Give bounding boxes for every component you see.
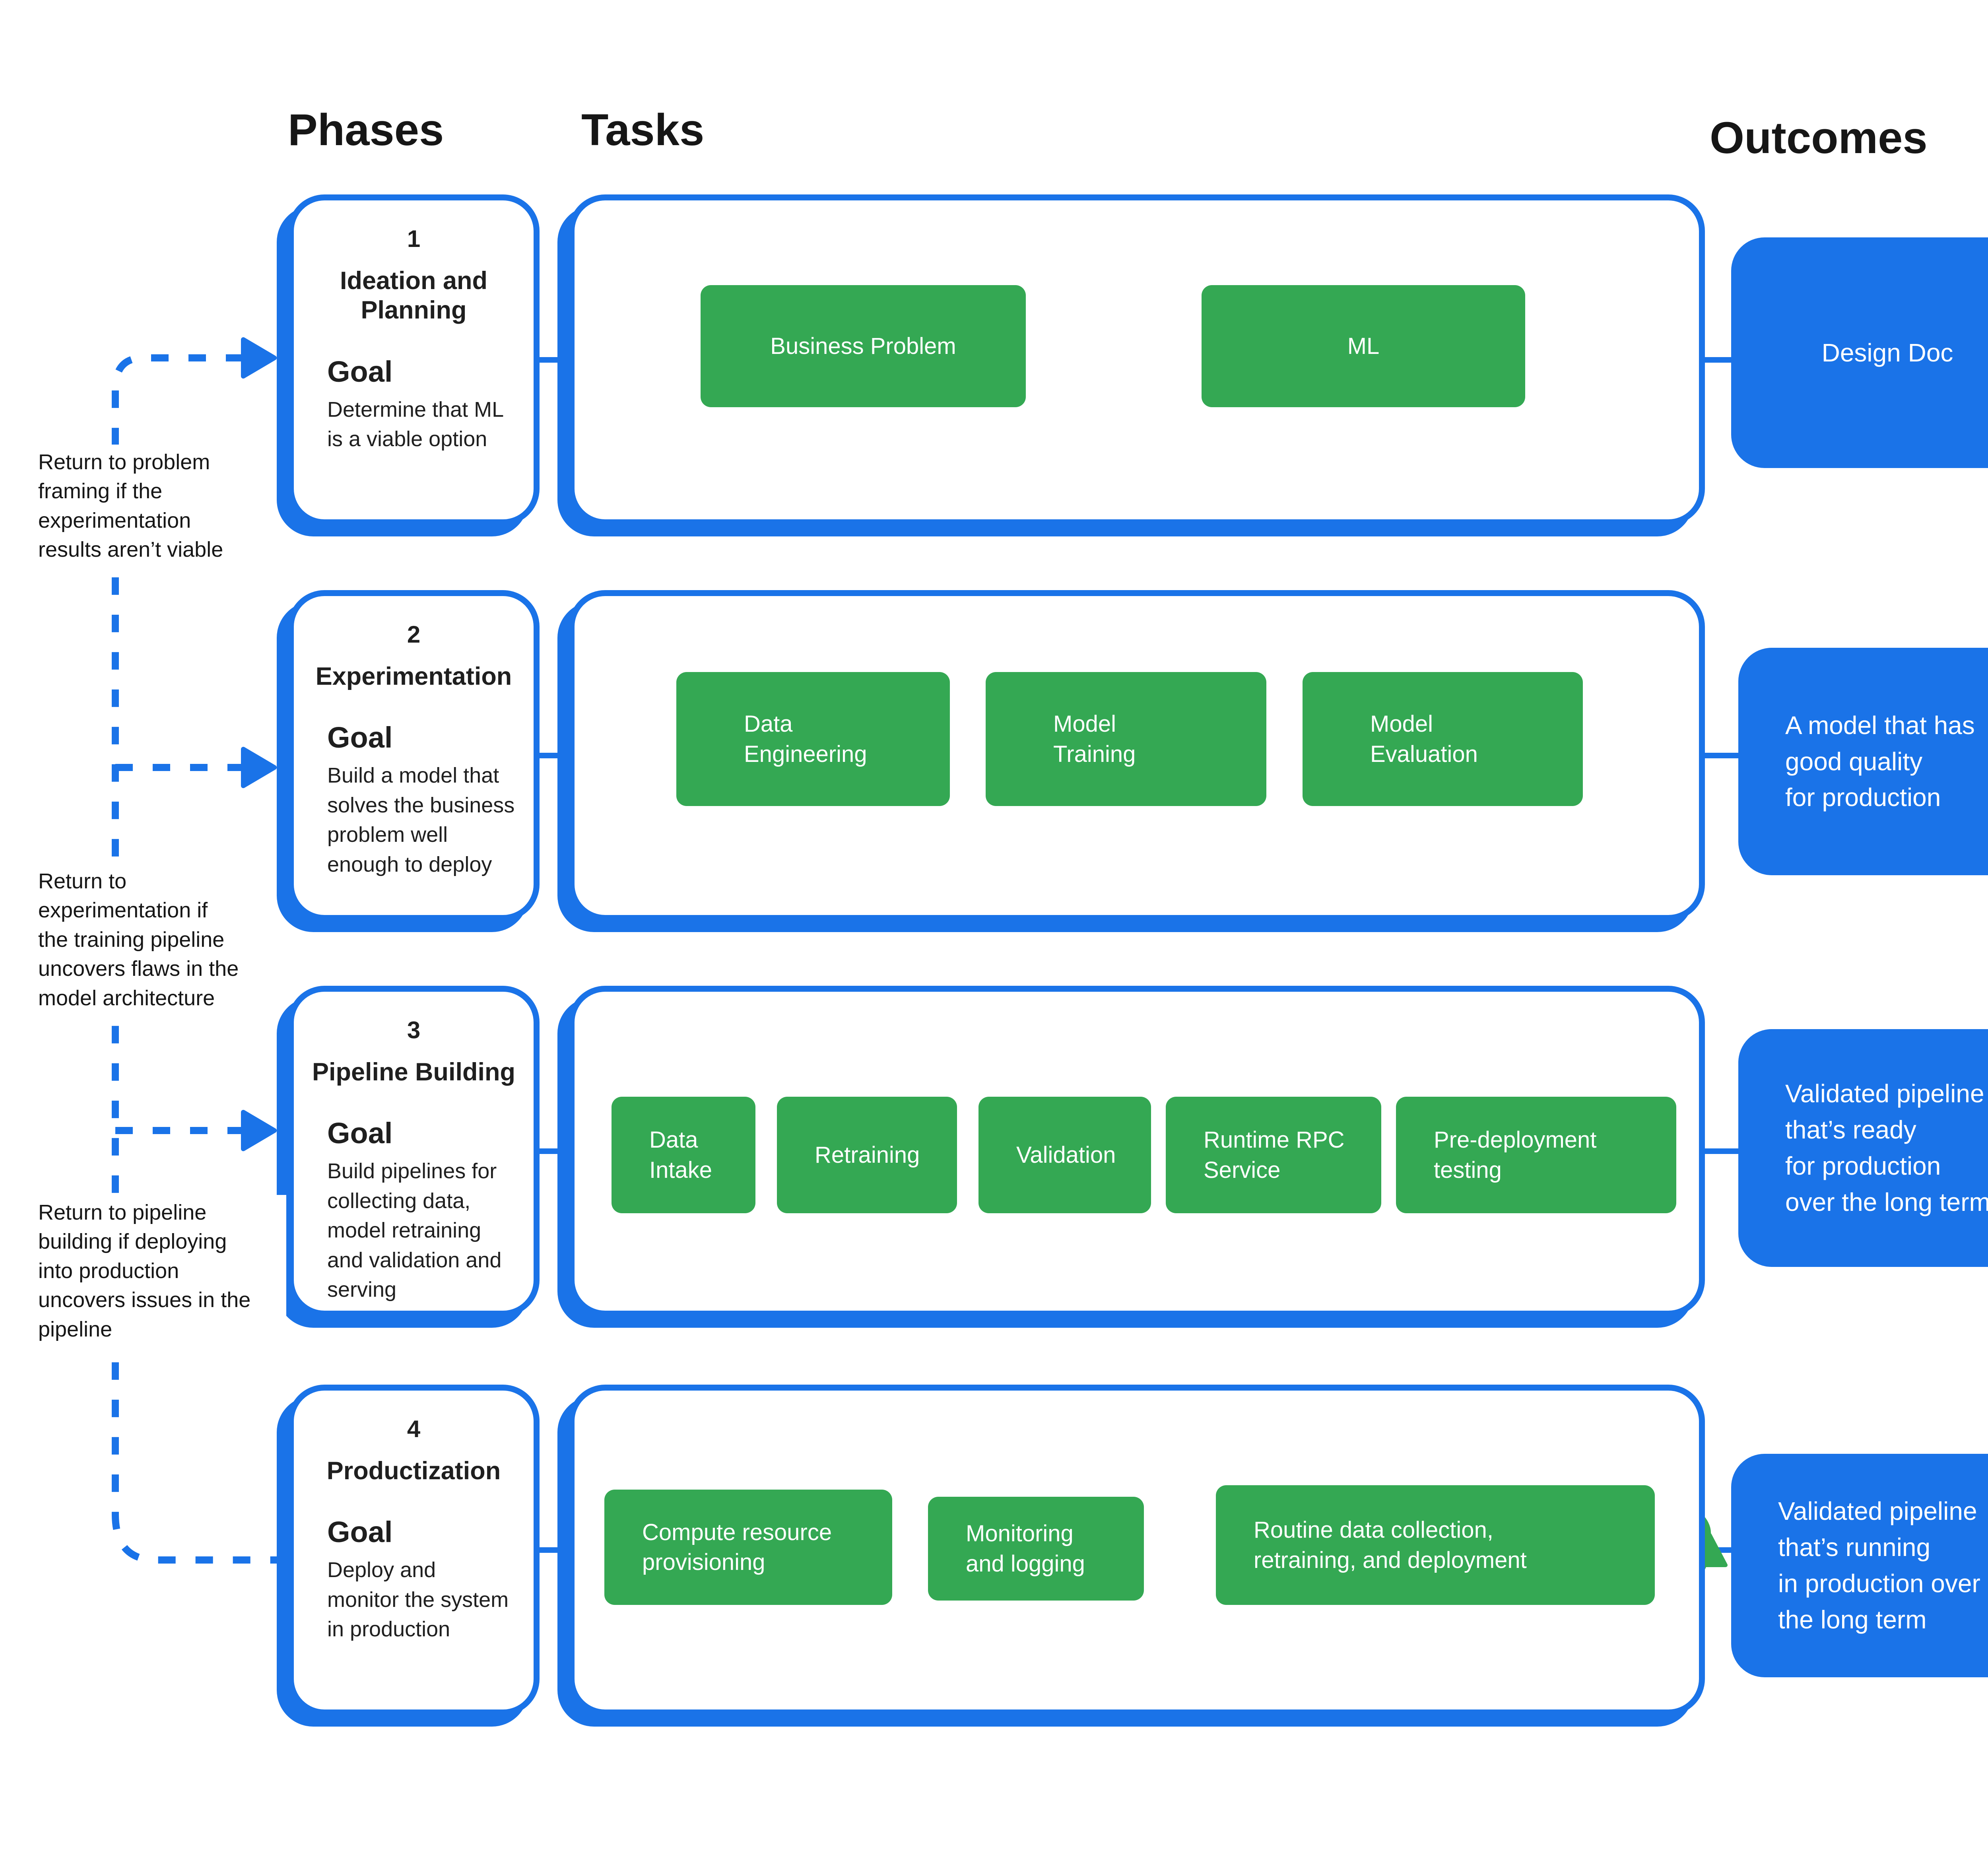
- task-business-problem: Business Problem: [701, 285, 1026, 407]
- outcome-quality-model: A model that has good quality for produc…: [1738, 648, 1988, 875]
- goal-label: Goal: [327, 355, 393, 388]
- task-data-engineering: Data Engineering: [676, 672, 950, 806]
- phase-number: 4: [407, 1416, 421, 1442]
- blue-connector-lines: [540, 357, 1741, 1553]
- task-ml: ML: [1202, 285, 1525, 407]
- goal-label: Goal: [327, 1515, 393, 1549]
- goal-label: Goal: [327, 1117, 393, 1150]
- green-connector-lines: [755, 343, 1396, 1550]
- goal-text: Deploy and monitor the system in product…: [327, 1558, 509, 1641]
- goal-text: Determine that ML is a viable option: [327, 397, 504, 451]
- task-model-evaluation: Model Evaluation: [1303, 672, 1583, 806]
- outcome-validated-pipeline-running: Validated pipeline that’s running in pro…: [1731, 1454, 1988, 1677]
- feedback-arrowhead-phase3-icon: [241, 1110, 277, 1151]
- phase-title: Pipeline Building: [312, 1058, 515, 1086]
- goal-text: Build a model that solves the business p…: [327, 763, 515, 876]
- phases-column-header: Phases: [288, 105, 444, 155]
- task-monitoring-logging: Monitoring and logging: [928, 1497, 1144, 1601]
- task-retraining: Retraining: [777, 1097, 957, 1213]
- feedback-arrowhead-phase1-icon: [241, 337, 277, 379]
- tasks-column-header: Tasks: [581, 105, 705, 155]
- phase-number: 3: [407, 1017, 421, 1043]
- annotation-return-experimentation: Return to experimentation if the trainin…: [38, 864, 276, 1016]
- phase-title: Ideation and Planning: [340, 267, 488, 324]
- phase-box-productization: 4 Productization Goal Deploy and monitor…: [288, 1385, 540, 1715]
- left-feedback-dashed-line: [112, 354, 279, 1564]
- outcome-validated-pipeline-ready: Validated pipeline that’s ready for prod…: [1738, 1029, 1988, 1267]
- goal-label: Goal: [327, 721, 393, 754]
- task-data-intake: Data Intake: [612, 1097, 755, 1213]
- outcomes-column-header: Outcomes: [1710, 113, 1928, 163]
- phase-number: 1: [407, 225, 421, 252]
- task-validation: Validation: [978, 1097, 1151, 1213]
- goal-text: Build pipelines for collecting data, mod…: [327, 1159, 502, 1302]
- annotation-return-problem-framing: Return to problem framing if the experim…: [38, 445, 266, 568]
- task-model-training: Model Training: [986, 672, 1266, 806]
- outcome-design-doc: Design Doc: [1731, 237, 1988, 468]
- phase-box-pipeline-building: 3 Pipeline Building Goal Build pipelines…: [288, 986, 540, 1317]
- feedback-arrowhead-phase2-icon: [241, 747, 277, 788]
- annotation-return-pipeline-building: Return to pipeline building if deploying…: [38, 1195, 286, 1348]
- phase-box-ideation: 1 Ideation and Planning Goal Determine t…: [288, 194, 540, 525]
- task-runtime-rpc-service: Runtime RPC Service: [1166, 1097, 1381, 1213]
- phase-box-experimentation: 2 Experimentation Goal Build a model tha…: [288, 590, 540, 921]
- phase-number: 2: [407, 621, 421, 648]
- task-compute-provisioning: Compute resource provisioning: [604, 1490, 892, 1605]
- phase-title: Experimentation: [315, 662, 512, 690]
- task-routine-collection-retraining-deployment: Routine data collection, retraining, and…: [1216, 1485, 1655, 1605]
- phase-title: Productization: [326, 1457, 501, 1485]
- feedback-path-main: [112, 354, 279, 1564]
- task-predeployment-testing: Pre-deployment testing: [1396, 1097, 1676, 1213]
